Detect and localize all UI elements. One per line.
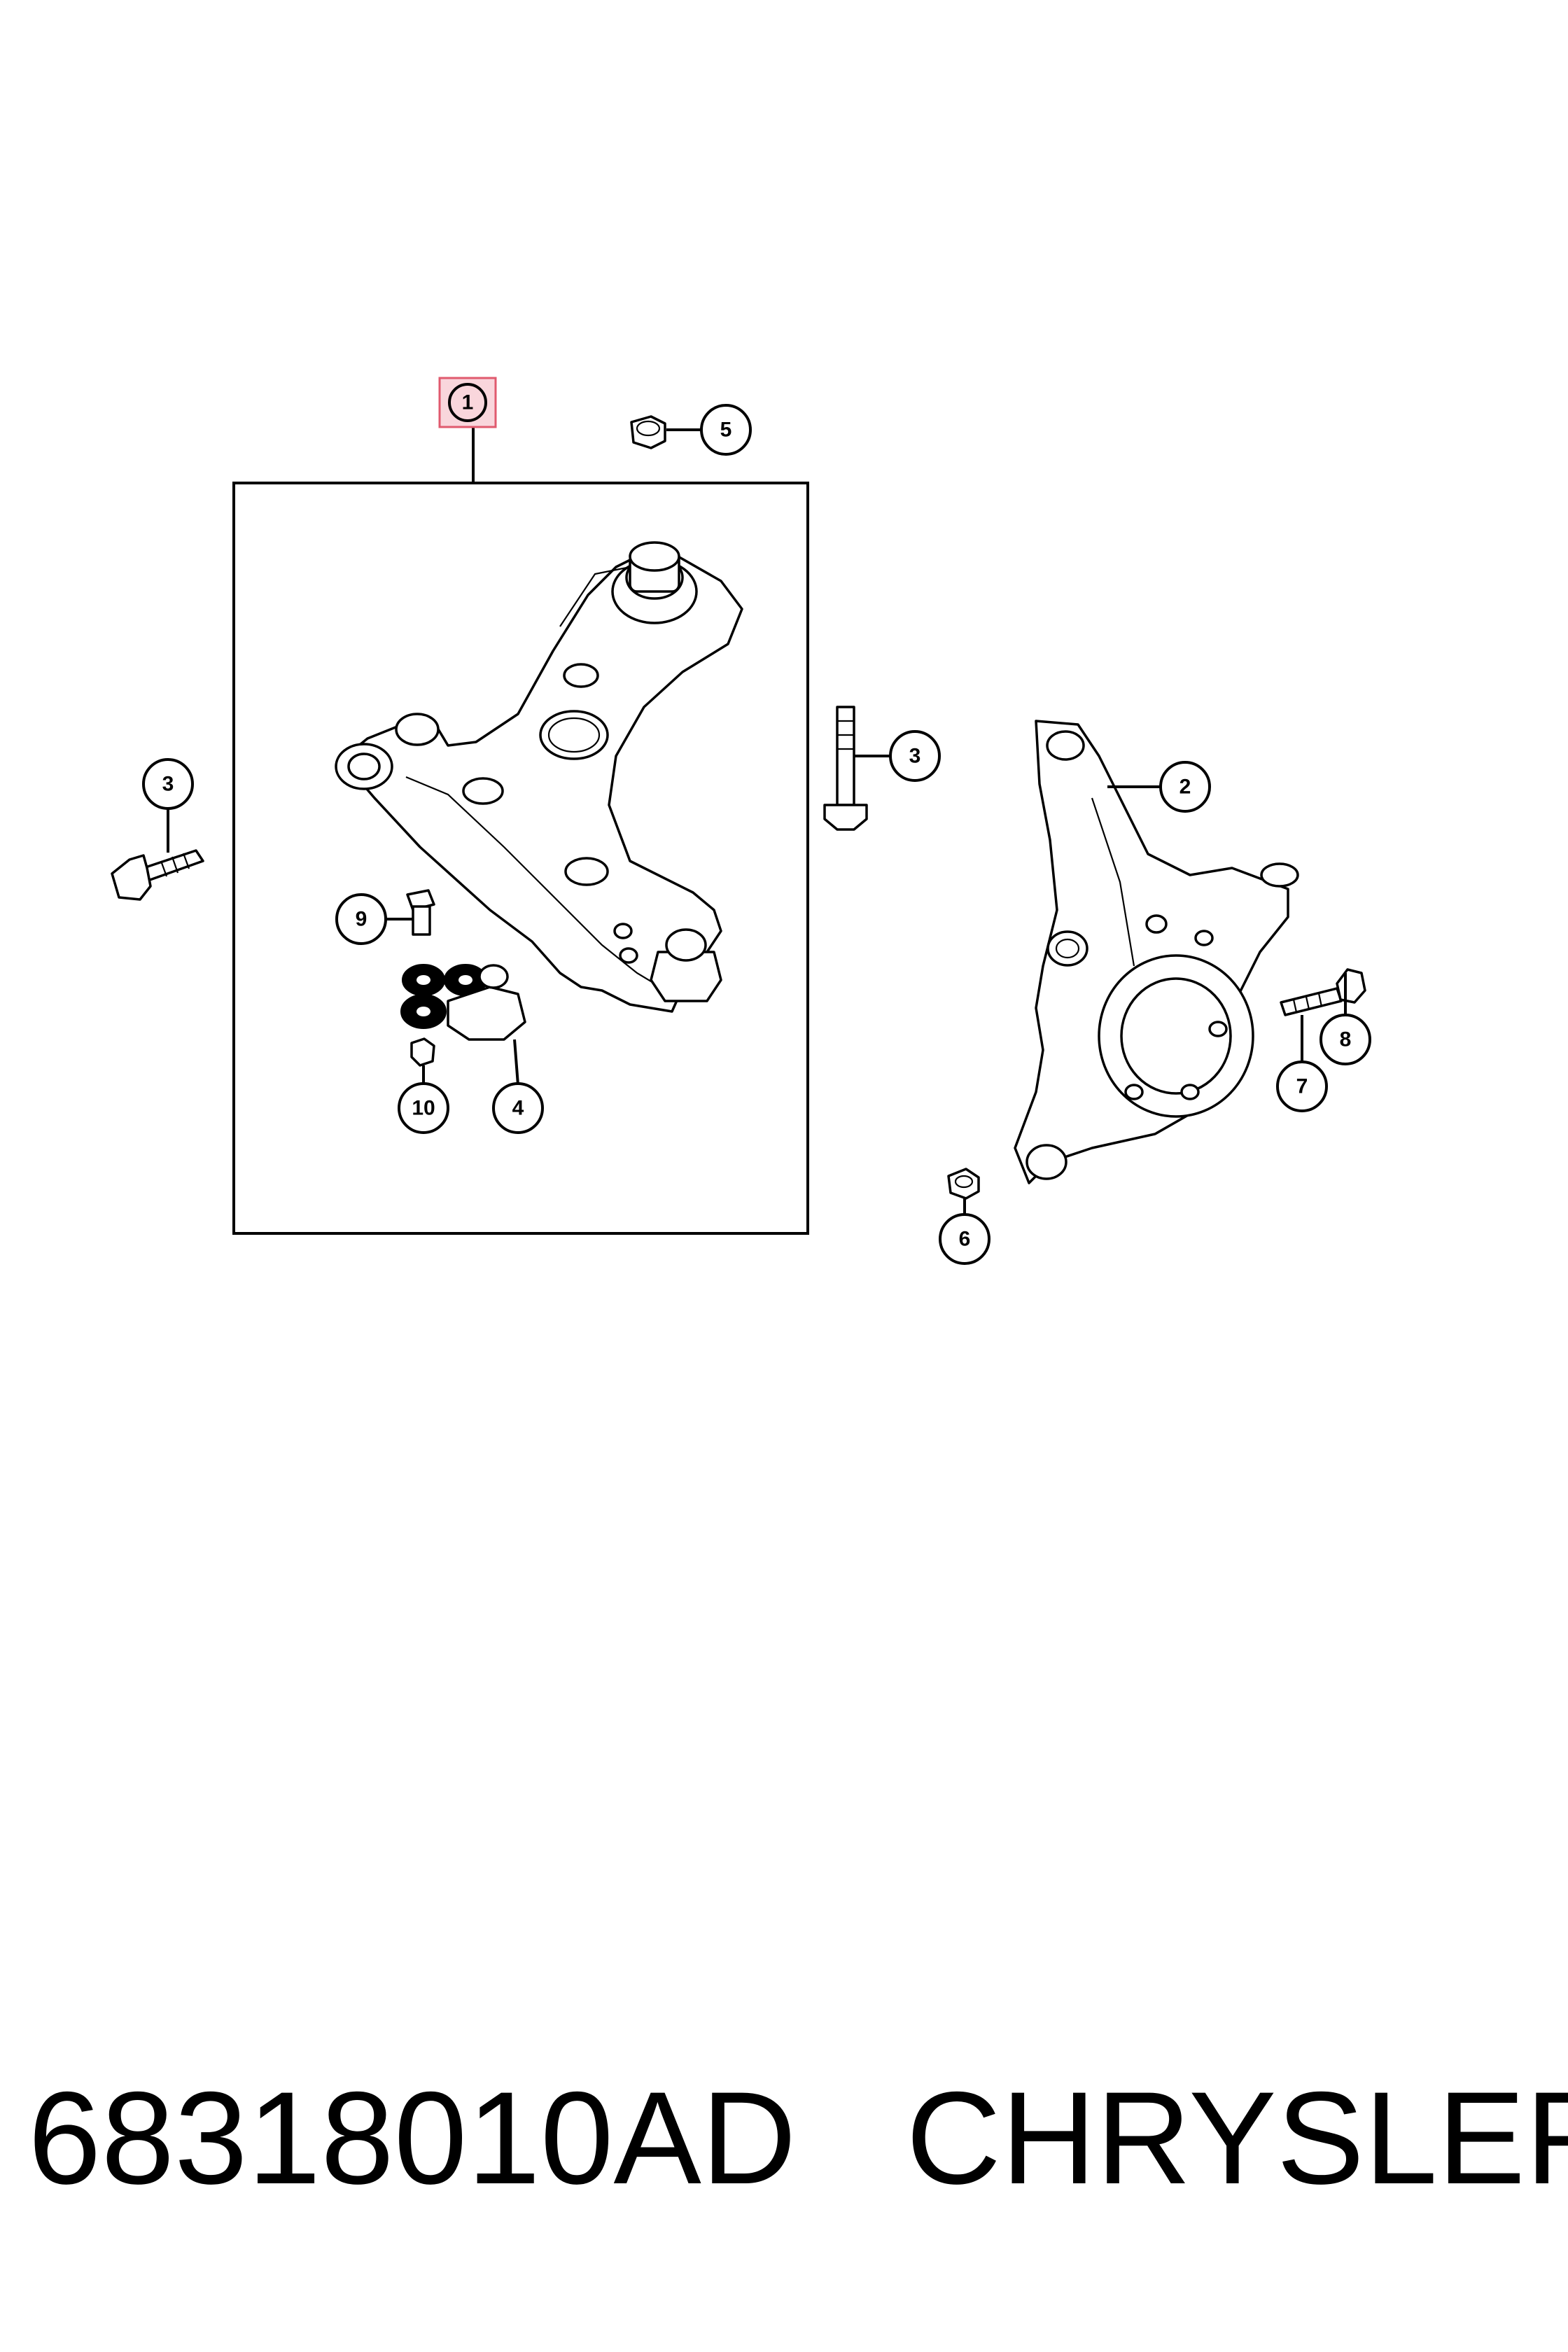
callout-4[interactable]: 4 (492, 1039, 544, 1134)
nut-item-5 (630, 415, 666, 449)
part-number: 68318010AD (28, 2064, 797, 2211)
callout-6-label: 6 (959, 1228, 971, 1251)
bolt-item-3-right (823, 706, 868, 831)
callout-3-left-label: 3 (162, 773, 174, 796)
lower-control-arm (335, 541, 743, 1013)
callout-5-label: 5 (720, 419, 732, 442)
callout-8[interactable]: 8 (1320, 973, 1371, 1065)
steering-knuckle (1014, 720, 1299, 1184)
callout-3-right[interactable]: 3 (854, 730, 941, 782)
callout-9[interactable]: 9 (335, 893, 413, 945)
callout-1[interactable]: 1 (438, 377, 497, 483)
bolt-item-7 (1280, 987, 1343, 1016)
callout-3-right-label: 3 (909, 745, 921, 768)
nut-item-10 (410, 1037, 435, 1067)
callout-6[interactable]: 6 (939, 1198, 990, 1265)
callout-10-label: 10 (412, 1097, 435, 1120)
nut-item-8 (1336, 968, 1366, 1004)
callout-7[interactable]: 7 (1276, 1015, 1328, 1112)
bolt-item-3-left (111, 849, 204, 901)
callout-1-label: 1 (462, 391, 474, 414)
callout-4-label: 4 (512, 1097, 524, 1120)
callout-7-label: 7 (1296, 1075, 1308, 1098)
callout-3-left[interactable]: 3 (142, 758, 194, 853)
callout-5[interactable]: 5 (666, 404, 752, 456)
nut-item-6 (947, 1168, 980, 1200)
callout-2[interactable]: 2 (1107, 761, 1211, 813)
callout-8-label: 8 (1340, 1028, 1352, 1051)
ball-joint-item-4 (400, 964, 526, 1041)
brand-name: CHRYSLER (906, 2064, 1568, 2211)
callout-2-label: 2 (1180, 776, 1191, 799)
bolt-item-9 (406, 889, 435, 936)
callout-10[interactable]: 10 (398, 1065, 449, 1134)
assembly-frame (232, 482, 809, 1235)
caption: 68318010AD CHRYSLER (28, 2072, 1568, 2204)
callout-9-label: 9 (356, 908, 368, 931)
